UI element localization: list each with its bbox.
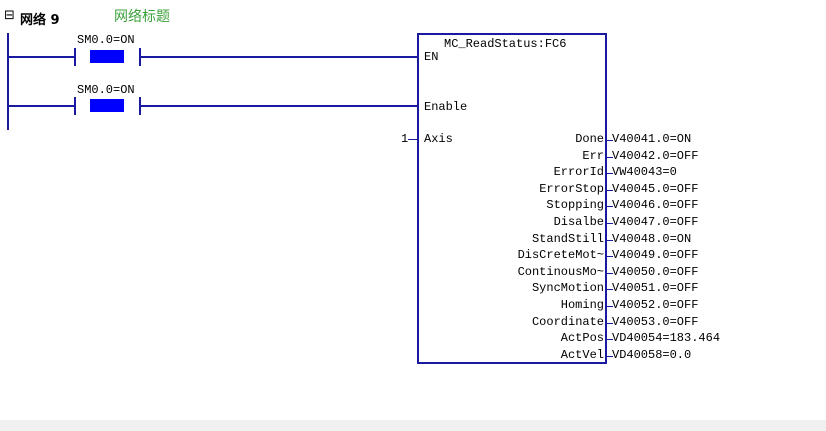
output-pin-value[interactable]: V40041.0=ON bbox=[612, 132, 692, 146]
rung-2-contact-right-bar bbox=[139, 97, 141, 115]
output-pin-label: Disalbe bbox=[553, 215, 604, 229]
output-pin-wire bbox=[605, 190, 613, 191]
output-pin-value[interactable]: V40051.0=OFF bbox=[612, 281, 699, 295]
rung-2-wire-right bbox=[141, 105, 418, 107]
output-pin-wire bbox=[605, 256, 613, 257]
output-pin-wire bbox=[605, 173, 613, 174]
rung-2-contact-left-bar bbox=[74, 97, 76, 115]
output-pin-value[interactable]: VW40043=0 bbox=[612, 165, 677, 179]
function-block-box[interactable] bbox=[417, 33, 607, 364]
output-pin-value[interactable]: VD40058=0.0 bbox=[612, 348, 692, 362]
output-pin-wire bbox=[605, 273, 613, 274]
axis-input-wire bbox=[408, 139, 417, 140]
output-pin-value[interactable]: V40050.0=OFF bbox=[612, 265, 699, 279]
output-pin-label: ActVel bbox=[560, 348, 604, 362]
output-pin-wire bbox=[605, 240, 613, 241]
network-label: 网络 9 bbox=[20, 13, 60, 28]
output-pin-label: SyncMotion bbox=[531, 281, 604, 295]
output-pin-value[interactable]: V40046.0=OFF bbox=[612, 198, 699, 212]
network-collapse-icon[interactable]: ⊟ bbox=[4, 8, 15, 23]
output-pin-value[interactable]: V40042.0=OFF bbox=[612, 149, 699, 163]
output-pin-wire bbox=[605, 306, 613, 307]
output-pin-label: Done bbox=[575, 132, 604, 146]
rung-2-contact-active-fill[interactable] bbox=[90, 99, 124, 112]
rung-1-contact-left-bar bbox=[74, 48, 76, 66]
output-pin-label: DisCreteMot~ bbox=[517, 248, 604, 262]
input-pin-enable: Enable bbox=[424, 100, 468, 114]
output-pin-label: ActPos bbox=[560, 331, 604, 345]
output-pin-wire bbox=[605, 323, 613, 324]
rung-1-wire-right bbox=[141, 56, 418, 58]
output-pin-label: Coordinate bbox=[531, 315, 604, 329]
output-pin-label: Stopping bbox=[546, 198, 604, 212]
output-pin-label: Err bbox=[582, 149, 604, 163]
input-pin-en: EN bbox=[424, 50, 439, 64]
output-pin-label: StandStill bbox=[531, 232, 604, 246]
output-pin-label: ContinousMo~ bbox=[517, 265, 604, 279]
output-pin-wire bbox=[605, 289, 613, 290]
output-pin-value[interactable]: V40049.0=OFF bbox=[612, 248, 699, 262]
output-pin-wire bbox=[605, 223, 613, 224]
output-pin-value[interactable]: VD40054=183.464 bbox=[612, 331, 721, 345]
output-pin-wire bbox=[605, 157, 613, 158]
output-pin-label: ErrorStop bbox=[539, 182, 604, 196]
rung-2-contact-label: SM0.0=ON bbox=[77, 83, 135, 97]
left-power-rail bbox=[7, 33, 9, 130]
rung-1-contact-active-fill[interactable] bbox=[90, 50, 124, 63]
rung-1-contact-right-bar bbox=[139, 48, 141, 66]
output-pin-wire bbox=[605, 356, 613, 357]
output-pin-label: Homing bbox=[560, 298, 604, 312]
bottom-scroll-strip bbox=[0, 420, 826, 431]
output-pin-wire bbox=[605, 339, 613, 340]
function-block-title: MC_ReadStatus:FC6 bbox=[444, 37, 567, 51]
output-pin-wire bbox=[605, 140, 613, 141]
output-pin-value[interactable]: V40045.0=OFF bbox=[612, 182, 699, 196]
axis-input-value[interactable]: 1 bbox=[401, 132, 409, 146]
output-pin-value[interactable]: V40047.0=OFF bbox=[612, 215, 699, 229]
output-pin-value[interactable]: V40052.0=OFF bbox=[612, 298, 699, 312]
output-pin-value[interactable]: V40048.0=ON bbox=[612, 232, 692, 246]
input-pin-axis: Axis bbox=[424, 132, 453, 146]
rung-2-wire-left bbox=[9, 105, 75, 107]
network-title[interactable]: 网络标题 bbox=[114, 9, 170, 25]
output-pin-label: ErrorId bbox=[553, 165, 604, 179]
output-pin-wire bbox=[605, 206, 613, 207]
rung-1-wire-left bbox=[9, 56, 75, 58]
output-pin-value[interactable]: V40053.0=OFF bbox=[612, 315, 699, 329]
rung-1-contact-label: SM0.0=ON bbox=[77, 33, 135, 47]
